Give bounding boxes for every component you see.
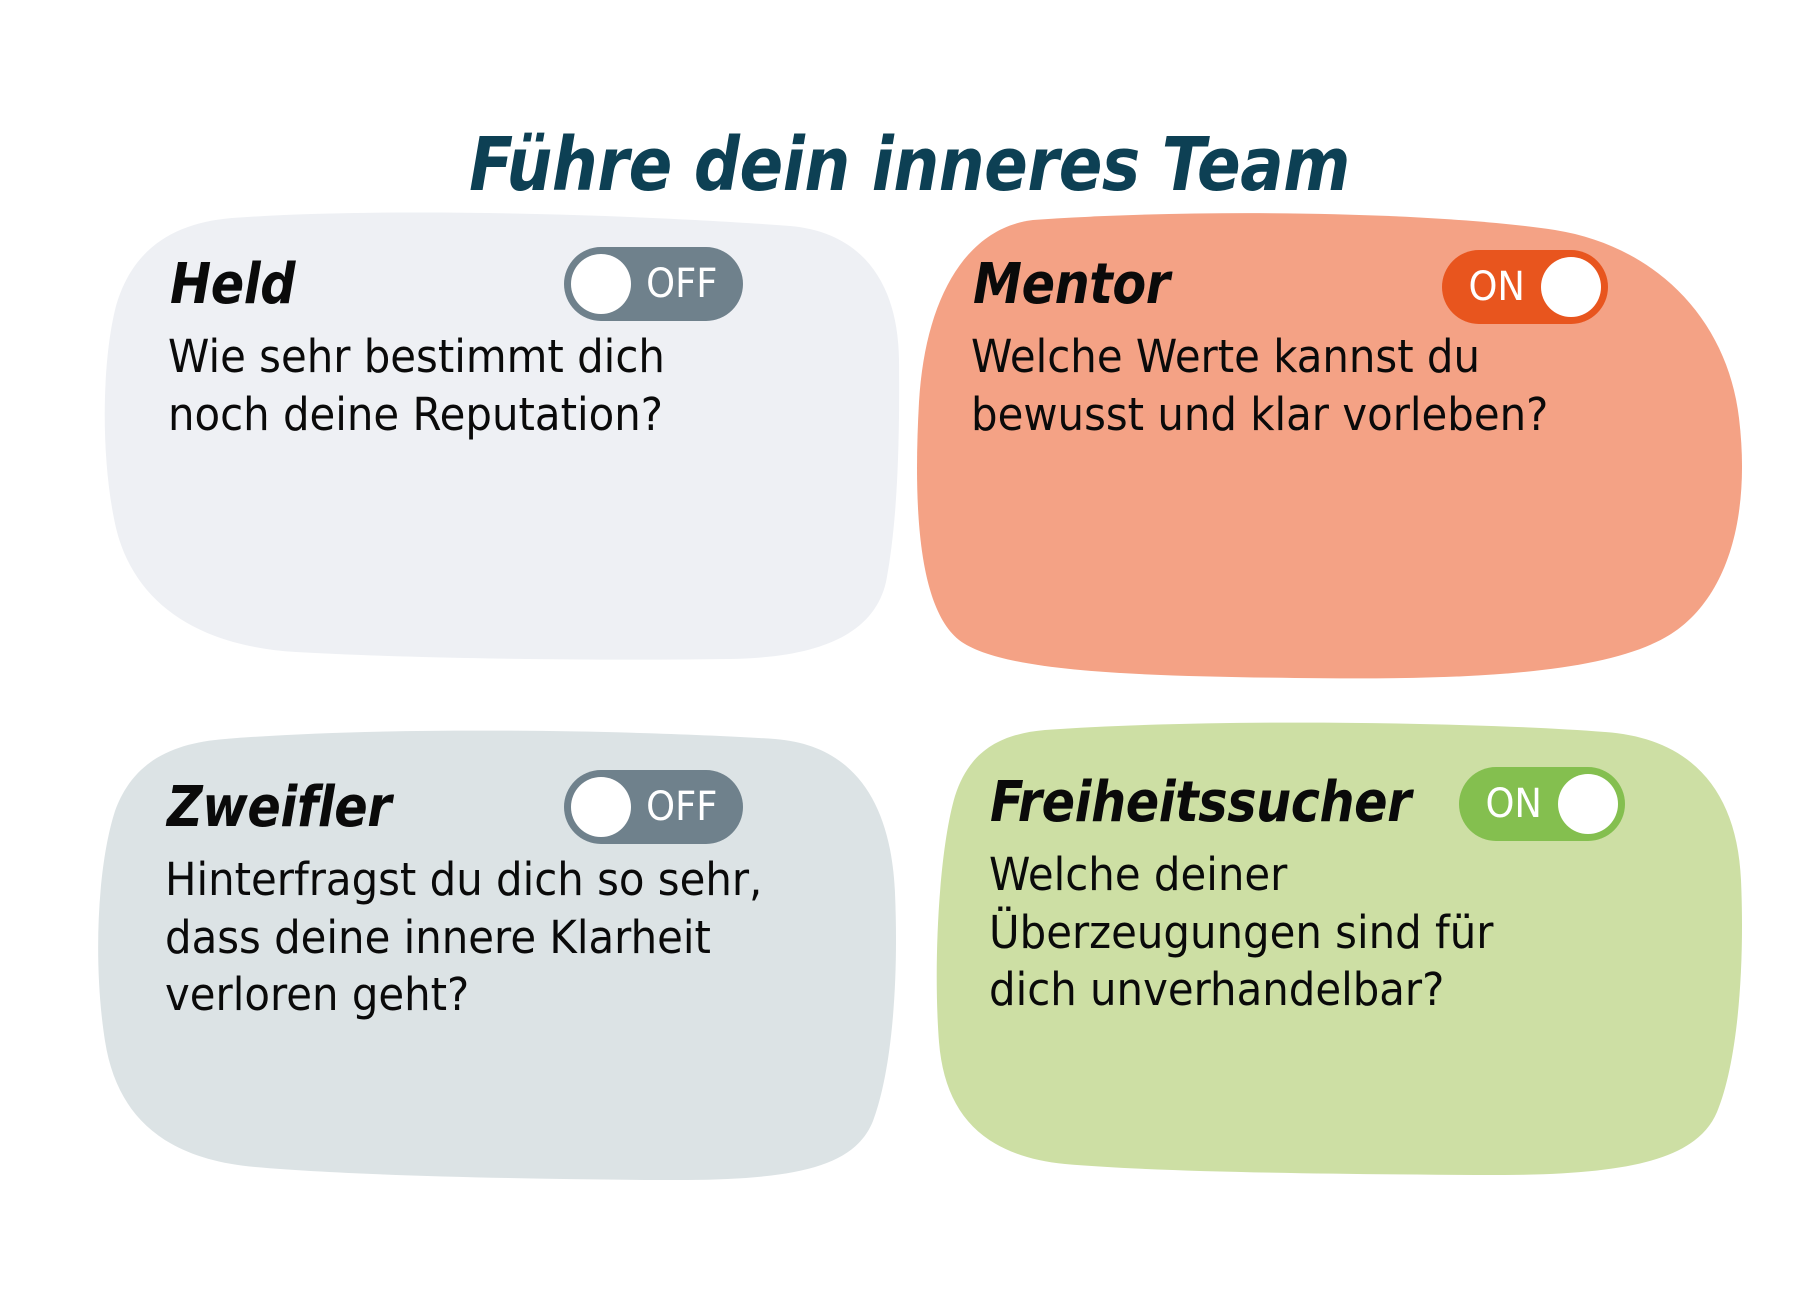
- card-mentor: Mentor ON Welche Werte kannst du bewusst…: [915, 210, 1745, 680]
- toggle-knob-icon: [1541, 257, 1602, 317]
- card-zweifler-title: Zweifler: [167, 775, 392, 840]
- card-held-blob-path: [104, 212, 900, 660]
- card-held: Held OFF Wie sehr bestimmt dich noch dei…: [100, 210, 900, 660]
- card-zweifler-toggle-label: OFF: [646, 784, 718, 830]
- card-mentor-blob: [917, 213, 1743, 679]
- card-freiheitssucher-toggle-label: ON: [1485, 781, 1542, 827]
- toggle-knob-icon: [571, 254, 631, 314]
- card-mentor-question: Welche Werte kannst du bewusst und klar …: [971, 330, 1549, 441]
- page-title: Führe dein inneres Team: [469, 121, 1350, 208]
- card-held-toggle[interactable]: OFF: [564, 247, 743, 321]
- card-held-blob: [104, 212, 900, 660]
- card-mentor-title: Mentor: [973, 252, 1170, 317]
- card-held-toggle-label: OFF: [646, 261, 718, 307]
- card-freiheitssucher-toggle[interactable]: ON: [1459, 767, 1626, 841]
- card-freiheitssucher-question: Welche deiner Überzeugungen sind für dic…: [989, 848, 1494, 1017]
- card-mentor-blob-path: [917, 213, 1743, 679]
- card-zweifler-question: Hinterfragst du dich so sehr, dass deine…: [165, 853, 763, 1022]
- card-zweifler-toggle[interactable]: OFF: [564, 770, 743, 844]
- card-held-content: Held OFF Wie sehr bestimmt dich noch dei…: [100, 210, 900, 660]
- card-zweifler-content: Zweifler OFF Hinterfragst du dich so seh…: [95, 725, 900, 1180]
- card-mentor-toggle[interactable]: ON: [1442, 250, 1609, 324]
- card-zweifler: Zweifler OFF Hinterfragst du dich so seh…: [95, 725, 900, 1180]
- card-freiheitssucher-title: Freiheitssucher: [990, 770, 1411, 835]
- toggle-knob-icon: [571, 777, 631, 837]
- card-held-question: Wie sehr bestimmt dich noch deine Reputa…: [168, 330, 665, 441]
- card-freiheitssucher-content: Freiheitssucher ON Welche deiner Überzeu…: [935, 720, 1745, 1175]
- card-held-title: Held: [170, 252, 296, 317]
- card-freiheitssucher: Freiheitssucher ON Welche deiner Überzeu…: [935, 720, 1745, 1175]
- card-mentor-toggle-label: ON: [1468, 264, 1525, 310]
- toggle-knob-icon: [1558, 774, 1619, 834]
- card-mentor-content: Mentor ON Welche Werte kannst du bewusst…: [915, 210, 1745, 680]
